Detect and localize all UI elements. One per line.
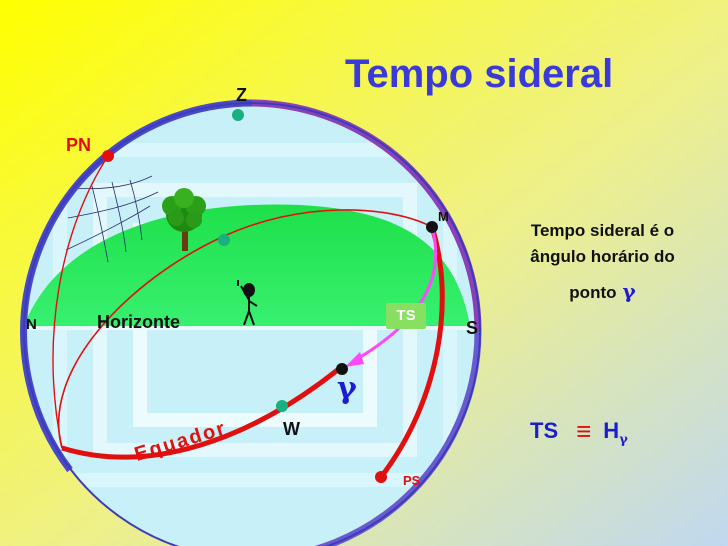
west-point xyxy=(276,400,288,412)
ts-badge: TS xyxy=(386,303,426,329)
horizon-plane xyxy=(24,204,470,326)
south-pole-point xyxy=(375,471,387,483)
celestial-equator-point xyxy=(218,234,230,246)
zenith-point xyxy=(232,109,244,121)
tree-icon xyxy=(162,188,206,251)
ts-arrow xyxy=(351,226,438,364)
explanation-line-3: ponto xyxy=(569,283,617,302)
meridian-point xyxy=(426,221,438,233)
west-label: W xyxy=(283,419,300,439)
explanation-gamma: γ xyxy=(622,279,636,303)
sphere-outline xyxy=(23,102,481,546)
formula: TS ≡ Hγ xyxy=(530,418,628,446)
south-label: S xyxy=(466,318,479,338)
gamma-label: γ xyxy=(337,371,357,406)
formula-equiv: ≡ xyxy=(576,416,592,446)
equator-front xyxy=(61,366,342,460)
formula-rhs: H xyxy=(603,418,620,443)
explanation-text: Tempo sideral é o ângulo horário do pont… xyxy=(490,218,715,306)
person-icon xyxy=(237,280,258,326)
formula-rhs-sub: γ xyxy=(619,432,628,448)
hour-angle-arc xyxy=(379,226,445,479)
north-label: N xyxy=(26,316,37,333)
south-pole-label: PS xyxy=(403,473,421,488)
north-pole-label: PN xyxy=(66,135,92,155)
explanation-line-2: ângulo horário do xyxy=(530,247,675,266)
zenith-label: Z xyxy=(236,85,247,105)
horizon-label: Horizonte xyxy=(97,312,180,332)
meridian-label: M xyxy=(438,209,449,224)
explanation-line-1: Tempo sideral é o xyxy=(530,221,675,240)
north-pole-point xyxy=(102,150,114,162)
gamma-point xyxy=(336,363,348,375)
slide-title: Tempo sideral xyxy=(345,52,614,96)
formula-lhs: TS xyxy=(530,418,559,443)
